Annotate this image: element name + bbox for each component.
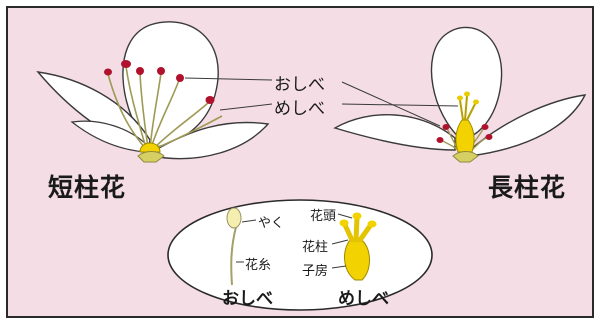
filament-label: 花糸 [245, 254, 271, 273]
ovary-label: 子房 [302, 260, 328, 279]
long-style-label: 長柱花 [488, 168, 566, 204]
pistil-detail-caption: めしべ [338, 284, 389, 309]
stamen-detail-caption: おしべ [222, 284, 273, 309]
long-style-flower [335, 27, 585, 162]
stigma-label: 花頭 [310, 205, 336, 224]
pistil-callout-label: めしべ [274, 94, 325, 119]
short-style-flower [38, 22, 268, 162]
short-style-label: 短柱花 [48, 168, 126, 204]
long-receptacle [453, 152, 478, 163]
short-receptacle [138, 152, 164, 163]
detail-oval [168, 200, 432, 310]
stamen-callout-label: おしべ [274, 70, 325, 95]
petal-left-right [335, 115, 455, 150]
style-label: 花柱 [302, 236, 328, 255]
anther-label: やく [258, 212, 284, 231]
